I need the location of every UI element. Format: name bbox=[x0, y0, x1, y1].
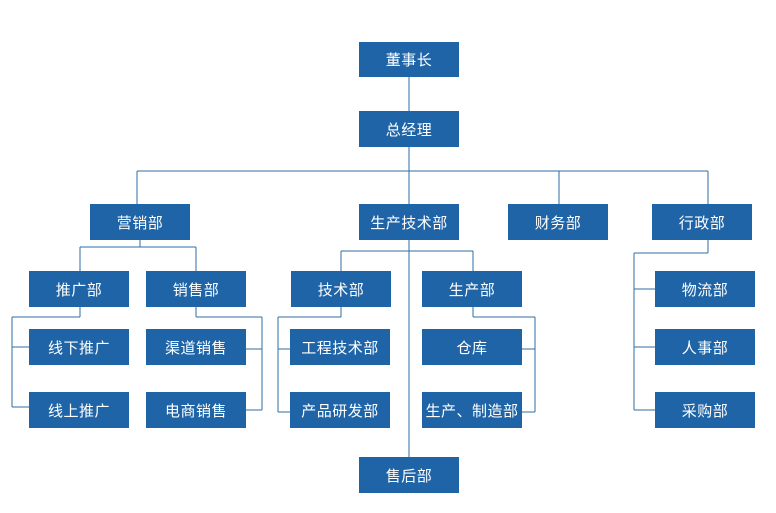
node-offline-promotion: 线下推广 bbox=[29, 329, 129, 365]
node-warehouse: 仓库 bbox=[422, 329, 522, 365]
node-product-rnd: 产品研发部 bbox=[290, 392, 390, 428]
node-chairman: 董事长 bbox=[359, 42, 459, 77]
node-promotion: 推广部 bbox=[29, 271, 129, 307]
node-logistics: 物流部 bbox=[655, 271, 755, 307]
node-general-manager: 总经理 bbox=[359, 111, 459, 147]
node-production: 生产部 bbox=[422, 271, 522, 307]
node-tech: 技术部 bbox=[291, 271, 391, 307]
node-purchasing: 采购部 bbox=[655, 392, 755, 428]
node-after-sales: 售后部 bbox=[359, 457, 459, 493]
node-marketing: 营销部 bbox=[90, 204, 190, 240]
node-manufacturing: 生产、制造部 bbox=[422, 392, 522, 428]
node-production-tech: 生产技术部 bbox=[359, 204, 459, 240]
node-admin: 行政部 bbox=[652, 204, 752, 240]
node-sales: 销售部 bbox=[146, 271, 246, 307]
node-online-promotion: 线上推广 bbox=[29, 392, 129, 428]
node-hr: 人事部 bbox=[655, 329, 755, 365]
node-ecommerce-sales: 电商销售 bbox=[146, 392, 246, 428]
node-engineering-tech: 工程技术部 bbox=[290, 329, 390, 365]
node-channel-sales: 渠道销售 bbox=[146, 329, 246, 365]
node-finance: 财务部 bbox=[508, 204, 608, 240]
